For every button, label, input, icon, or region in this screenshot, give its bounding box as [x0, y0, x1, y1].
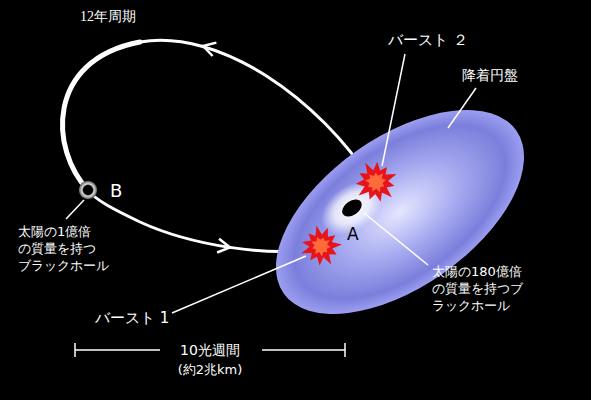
scale-label: 10光週間: [180, 341, 240, 359]
scale-note: (約2兆km): [178, 362, 243, 379]
scale-tick: [344, 343, 346, 357]
black-hole-ring: [78, 180, 98, 200]
burst-core: [365, 173, 386, 193]
period-label: 12年周期: [80, 8, 136, 26]
scale-bar: [75, 349, 160, 351]
black-hole: [339, 196, 365, 220]
leader-line: [172, 256, 306, 313]
leader-line: [66, 200, 84, 219]
orbit-arrow: [203, 43, 216, 56]
burst-core: [312, 237, 331, 256]
burst-label: バースト 1: [95, 309, 169, 329]
burst-star: [301, 226, 342, 266]
burst-group: [301, 162, 396, 266]
mass-note: 太陽の1億倍 の質量を持つ ブラックホール: [18, 224, 122, 275]
leader-line: [448, 88, 476, 128]
orbit-path: [63, 42, 140, 190]
disk-label: 降着円盤: [462, 66, 518, 84]
orbit-arrow: [217, 239, 230, 253]
burst-star: [356, 162, 397, 202]
object-letter: B: [110, 179, 122, 202]
mass-note: 太陽の180億倍 の質量を持つブ ラックホール: [432, 264, 536, 315]
accretion-disk: [241, 69, 560, 355]
burst-label: バースト ２: [388, 31, 468, 51]
object-letter: A: [347, 223, 359, 245]
scale-tick: [74, 343, 76, 357]
leader-line: [364, 213, 428, 265]
leader-line: [382, 54, 405, 166]
orbit-path: [140, 40, 372, 182]
scale-bar: [262, 349, 345, 351]
